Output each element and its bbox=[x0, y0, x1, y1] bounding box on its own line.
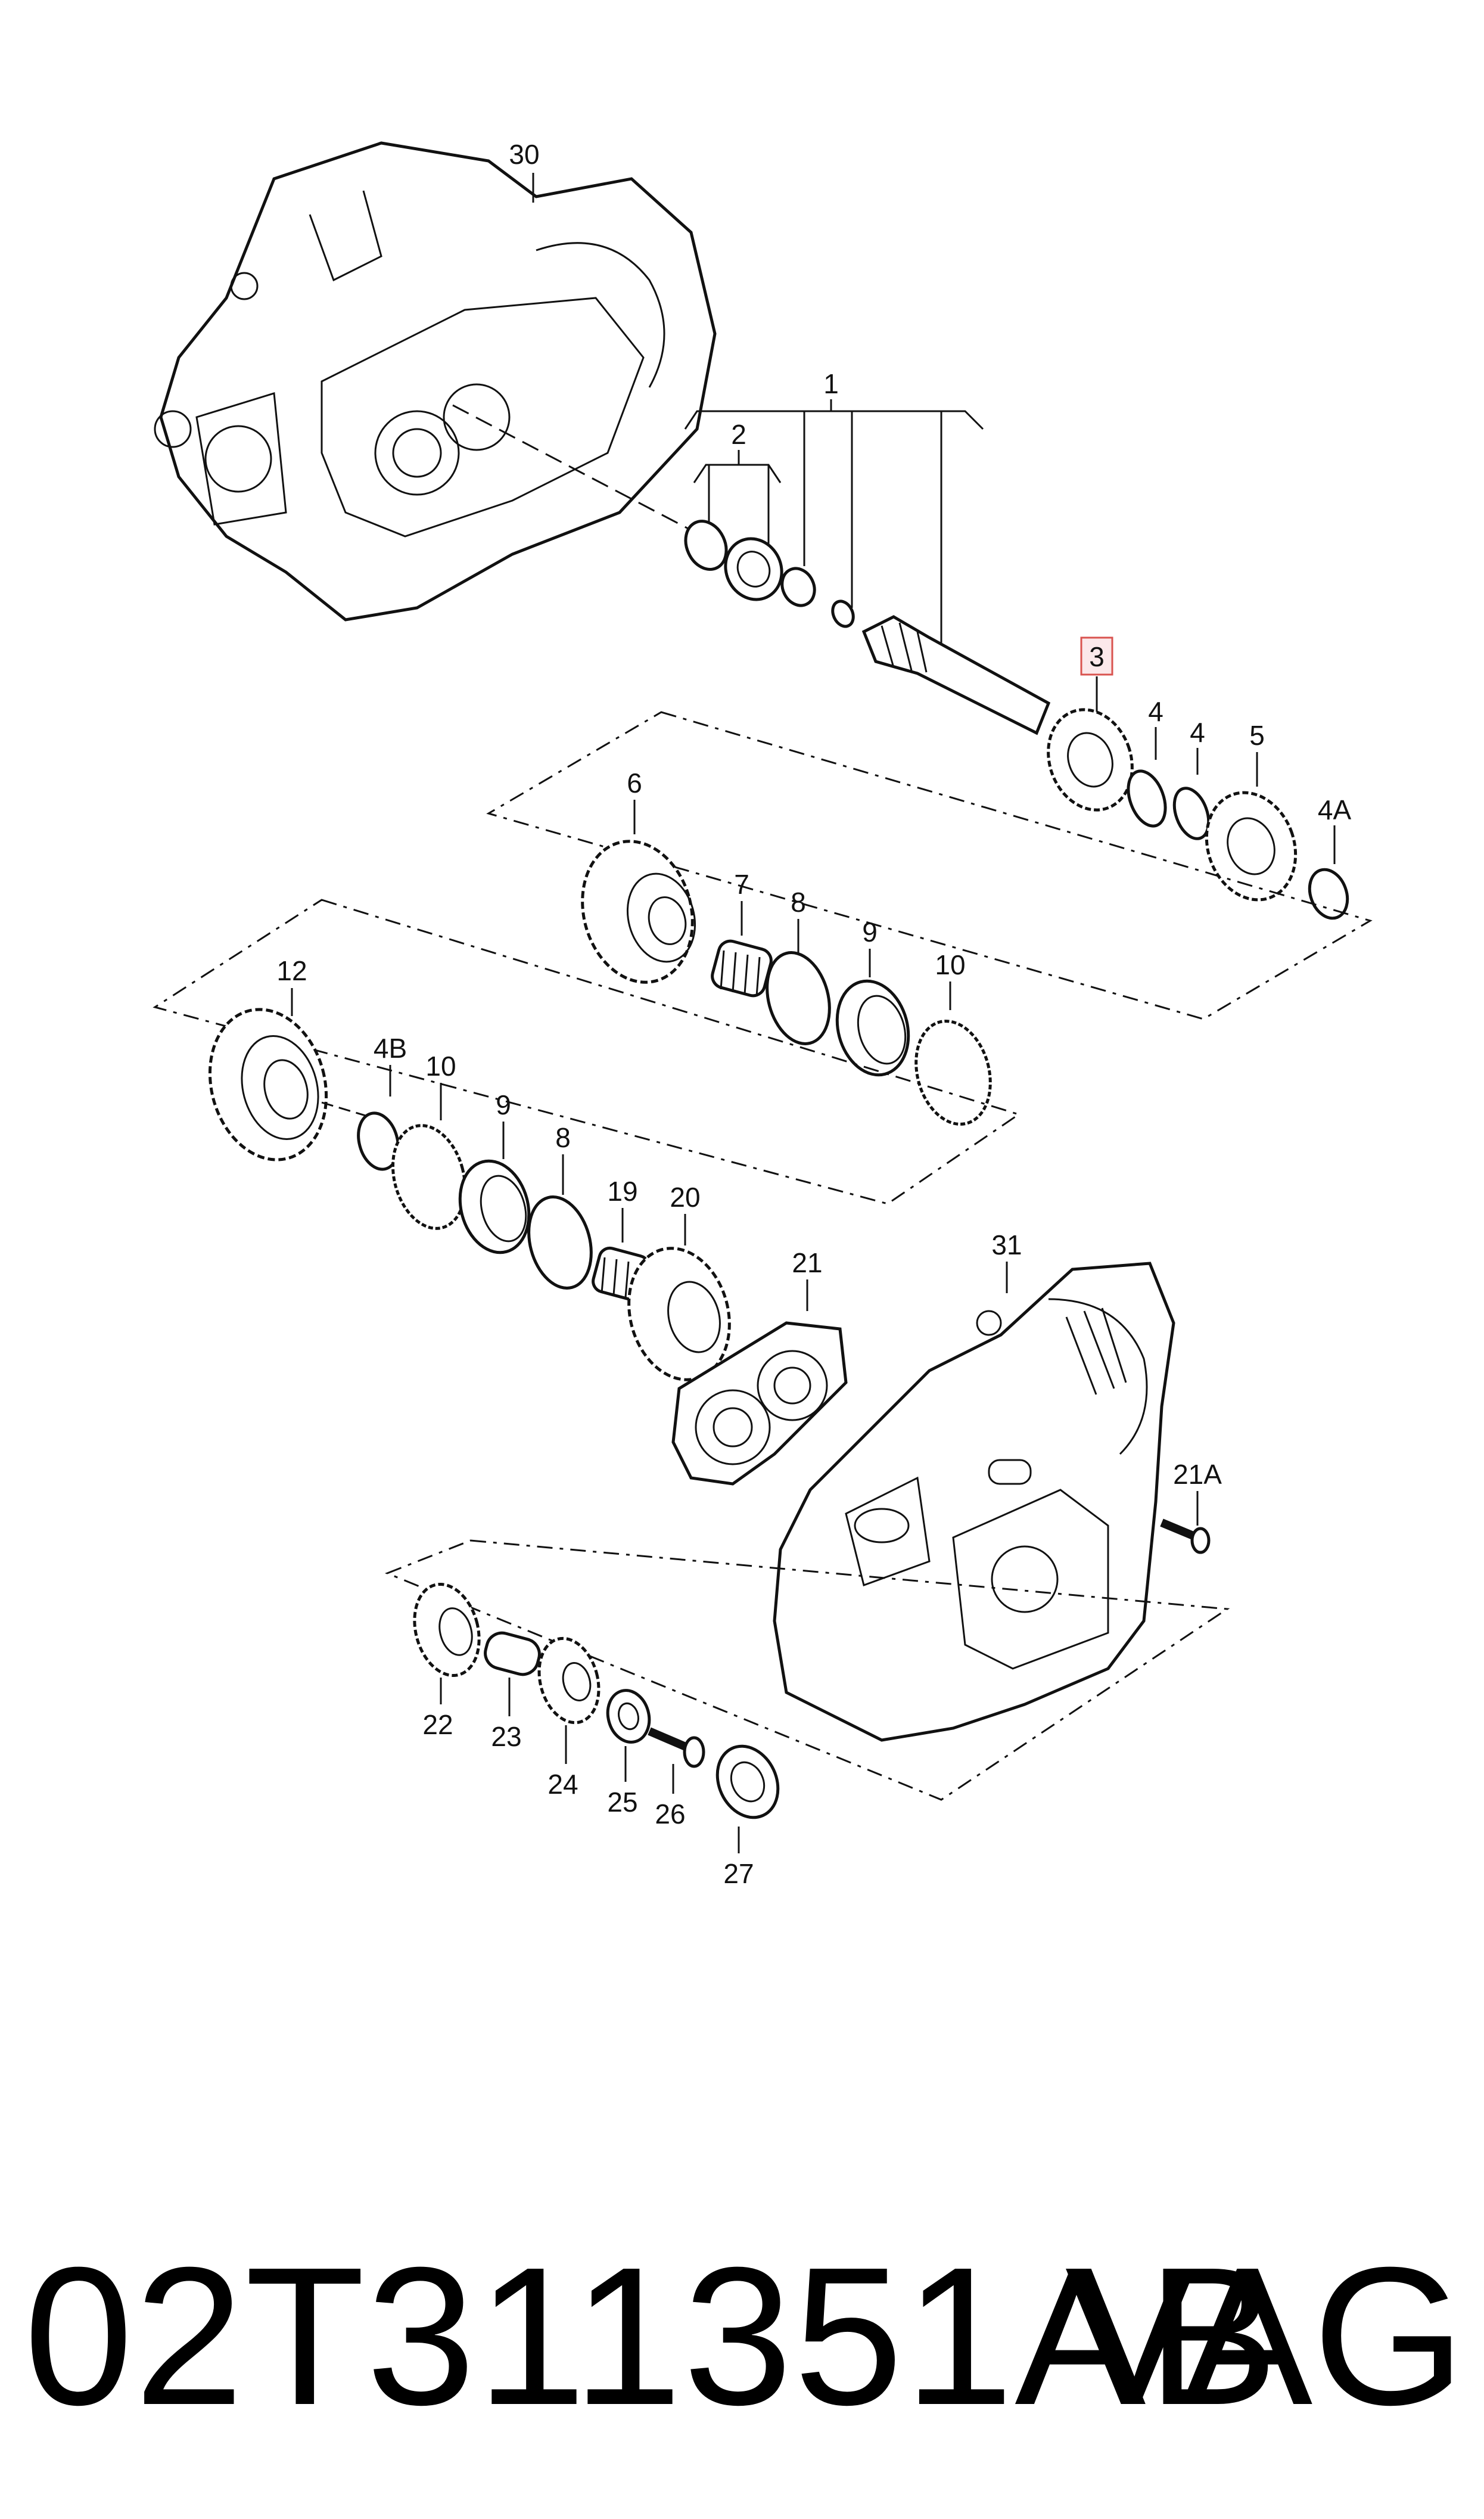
callout-22: 22 bbox=[422, 1709, 453, 1740]
bushing-25 bbox=[606, 1689, 651, 1744]
gear-5 bbox=[1205, 791, 1298, 902]
callout-12: 12 bbox=[276, 955, 307, 986]
callout-2: 2 bbox=[731, 419, 746, 450]
callout-26: 26 bbox=[655, 1799, 685, 1830]
callout-10-b: 10 bbox=[425, 1051, 456, 1082]
callout-8-a: 8 bbox=[791, 887, 806, 918]
callout-10-a: 10 bbox=[935, 949, 965, 980]
callout-31: 31 bbox=[991, 1229, 1022, 1260]
input-shaft-part bbox=[861, 615, 1051, 735]
bolt-21A bbox=[1160, 1518, 1211, 1554]
synchro-ring-10-a bbox=[914, 1020, 992, 1126]
gear-24 bbox=[537, 1636, 601, 1725]
bolt-26 bbox=[648, 1727, 705, 1768]
callout-21A: 21A bbox=[1173, 1459, 1222, 1490]
circlip-4B bbox=[357, 1111, 400, 1171]
bearing-plate-21 bbox=[671, 1321, 848, 1486]
gear-12 bbox=[208, 1008, 328, 1161]
cone-ring-9-a bbox=[835, 979, 910, 1077]
callout-9-a: 9 bbox=[862, 917, 878, 948]
exploded-parts-diagram: 30 1 2 3 4 4 5 bbox=[153, 139, 1373, 1889]
callout-27: 27 bbox=[723, 1858, 754, 1889]
circlip-4A bbox=[1308, 868, 1349, 920]
callout-23: 23 bbox=[491, 1721, 521, 1752]
callout-4B: 4B bbox=[374, 1033, 407, 1064]
callout-25: 25 bbox=[607, 1787, 637, 1818]
callout-1: 1 bbox=[823, 368, 839, 399]
cone-ring-9-b bbox=[458, 1159, 531, 1254]
bearing-27 bbox=[715, 1744, 780, 1819]
caption: 02T311351AB VAG bbox=[24, 2229, 1466, 2479]
gear-22 bbox=[413, 1582, 481, 1678]
bearing-part bbox=[724, 537, 783, 601]
callout-4-a: 4 bbox=[1148, 696, 1163, 727]
sleeve-23 bbox=[484, 1631, 541, 1676]
gear-20 bbox=[627, 1247, 731, 1381]
gearbox-housing-30 bbox=[154, 141, 717, 622]
callout-8-b: 8 bbox=[555, 1122, 571, 1153]
callout-24: 24 bbox=[547, 1769, 578, 1800]
circlip-part bbox=[684, 520, 728, 571]
synchro-ring-8-b bbox=[527, 1195, 593, 1290]
callout-9-b: 9 bbox=[496, 1089, 511, 1120]
synchro-ring-8-a bbox=[766, 951, 831, 1045]
snap-ring-part bbox=[831, 600, 855, 628]
callout-21: 21 bbox=[792, 1247, 822, 1278]
callout-19: 19 bbox=[607, 1176, 637, 1207]
circlip-4a bbox=[1127, 769, 1167, 828]
callout-20: 20 bbox=[670, 1182, 700, 1213]
callout-4-b: 4 bbox=[1190, 717, 1205, 748]
gear-3 bbox=[1047, 708, 1134, 812]
gearbox-housing-31 bbox=[773, 1262, 1175, 1742]
callout-4A: 4A bbox=[1318, 794, 1352, 825]
circlip-4b bbox=[1172, 787, 1211, 840]
callout-3[interactable]: 3 bbox=[1089, 641, 1105, 672]
sleeve-part bbox=[780, 567, 816, 607]
callout-5: 5 bbox=[1249, 720, 1265, 751]
callout-3-highlight bbox=[1080, 636, 1113, 676]
callout-30: 30 bbox=[509, 139, 539, 170]
callout-6: 6 bbox=[627, 768, 642, 799]
brand-name: VAG bbox=[1065, 2226, 1466, 2446]
gear-6 bbox=[581, 840, 696, 984]
synchro-ring-10-b bbox=[391, 1124, 466, 1230]
needle-bearing-7 bbox=[711, 939, 773, 998]
part-number: 02T311351AB bbox=[24, 2226, 1280, 2446]
callout-7: 7 bbox=[734, 869, 749, 900]
